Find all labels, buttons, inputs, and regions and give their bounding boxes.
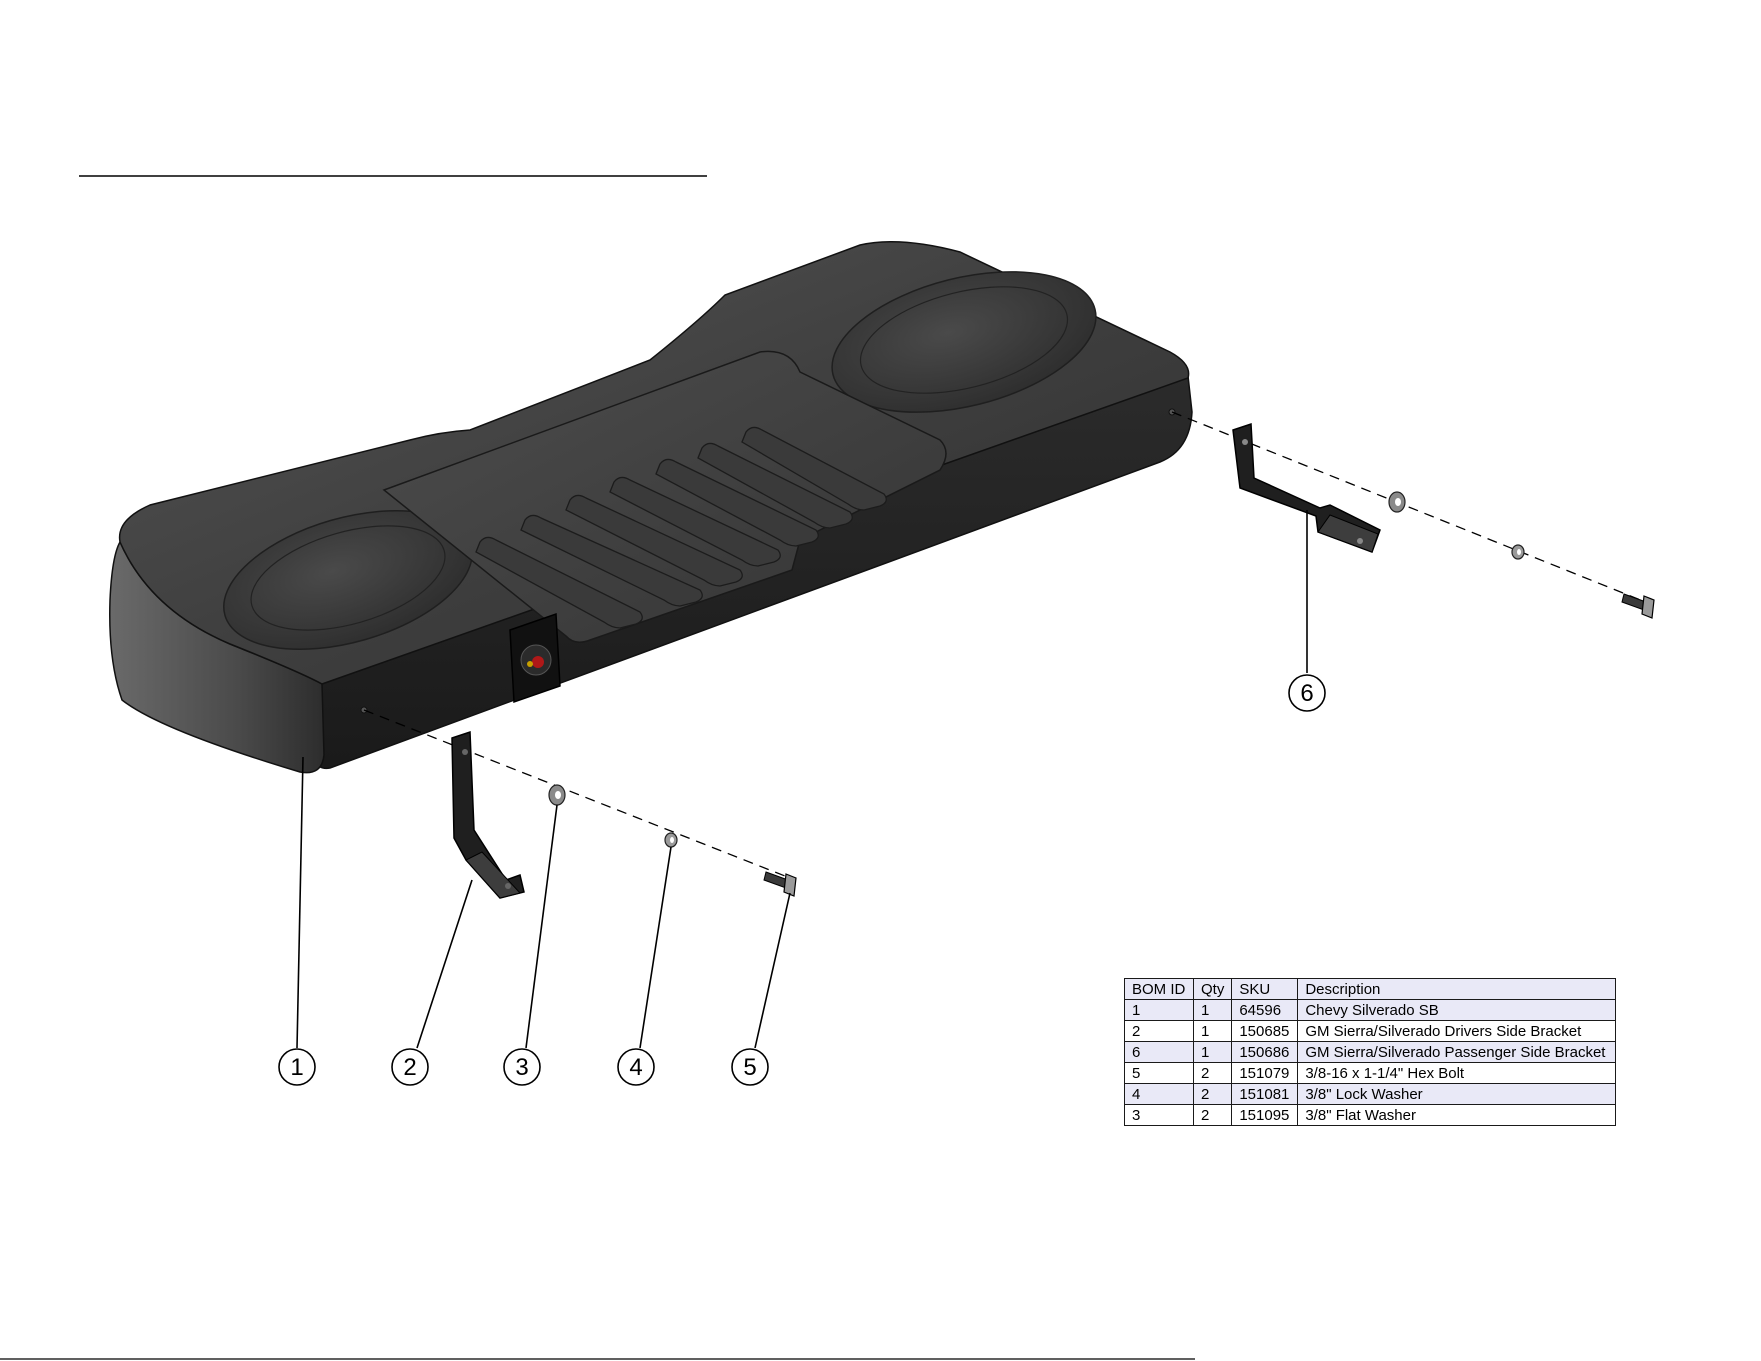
bom-header-id: BOM ID (1125, 979, 1194, 1000)
left-assembly-axis (364, 710, 790, 878)
bom-header-row: BOM ID Qty SKU Description (1125, 979, 1616, 1000)
bom-id-cell: 6 (1125, 1042, 1194, 1063)
drivers-side-bracket (452, 732, 524, 898)
table-row: 5 2 151079 3/8-16 x 1-1/4" Hex Bolt (1125, 1063, 1616, 1084)
qty-cell: 1 (1194, 1021, 1232, 1042)
right-flat-washer (1389, 492, 1405, 512)
sku-cell: 64596 (1232, 1000, 1298, 1021)
bom-header-qty: Qty (1194, 979, 1232, 1000)
qty-cell: 2 (1194, 1063, 1232, 1084)
svg-text:3: 3 (515, 1054, 528, 1081)
table-row: 1 1 64596 Chevy Silverado SB (1125, 1000, 1616, 1021)
table-row: 2 1 150685 GM Sierra/Silverado Drivers S… (1125, 1021, 1616, 1042)
description-cell: Chevy Silverado SB (1298, 1000, 1616, 1021)
left-lock-washer (665, 833, 677, 847)
callout-2: 2 (392, 1049, 428, 1085)
description-cell: 3/8-16 x 1-1/4" Hex Bolt (1298, 1063, 1616, 1084)
bom-id-cell: 2 (1125, 1021, 1194, 1042)
qty-cell: 2 (1194, 1084, 1232, 1105)
qty-cell: 2 (1194, 1105, 1232, 1126)
sku-cell: 151081 (1232, 1084, 1298, 1105)
bom-id-cell: 1 (1125, 1000, 1194, 1021)
sku-cell: 150685 (1232, 1021, 1298, 1042)
description-cell: GM Sierra/Silverado Passenger Side Brack… (1298, 1042, 1616, 1063)
svg-text:5: 5 (743, 1054, 756, 1081)
svg-text:4: 4 (629, 1054, 642, 1081)
svg-text:2: 2 (403, 1054, 416, 1081)
bom-header-description: Description (1298, 979, 1616, 1000)
sku-cell: 151095 (1232, 1105, 1298, 1126)
right-hex-bolt (1622, 594, 1654, 618)
description-cell: 3/8" Flat Washer (1298, 1105, 1616, 1126)
svg-text:1: 1 (290, 1054, 303, 1081)
description-cell: 3/8" Lock Washer (1298, 1084, 1616, 1105)
svg-text:6: 6 (1300, 680, 1313, 707)
callout-6: 6 (1289, 675, 1325, 711)
table-row: 6 1 150686 GM Sierra/Silverado Passenger… (1125, 1042, 1616, 1063)
sku-cell: 150686 (1232, 1042, 1298, 1063)
bom-id-cell: 4 (1125, 1084, 1194, 1105)
left-flat-washer (549, 785, 565, 805)
subwoofer-enclosure (110, 242, 1192, 773)
callout-3: 3 (504, 1049, 540, 1085)
left-hex-bolt (764, 872, 796, 896)
qty-cell: 1 (1194, 1000, 1232, 1021)
callout-5: 5 (732, 1049, 768, 1085)
table-row: 4 2 151081 3/8" Lock Washer (1125, 1084, 1616, 1105)
bom-id-cell: 3 (1125, 1105, 1194, 1126)
description-cell: GM Sierra/Silverado Drivers Side Bracket (1298, 1021, 1616, 1042)
sku-cell: 151079 (1232, 1063, 1298, 1084)
table-row: 3 2 151095 3/8" Flat Washer (1125, 1105, 1616, 1126)
qty-cell: 1 (1194, 1042, 1232, 1063)
bom-header-sku: SKU (1232, 979, 1298, 1000)
right-lock-washer (1512, 545, 1524, 559)
callout-4: 4 (618, 1049, 654, 1085)
bom-id-cell: 5 (1125, 1063, 1194, 1084)
speaker-terminal-cup (510, 614, 560, 702)
callout-1: 1 (279, 1049, 315, 1085)
bill-of-materials-table: BOM ID Qty SKU Description 1 1 64596 Che… (1124, 978, 1616, 1126)
